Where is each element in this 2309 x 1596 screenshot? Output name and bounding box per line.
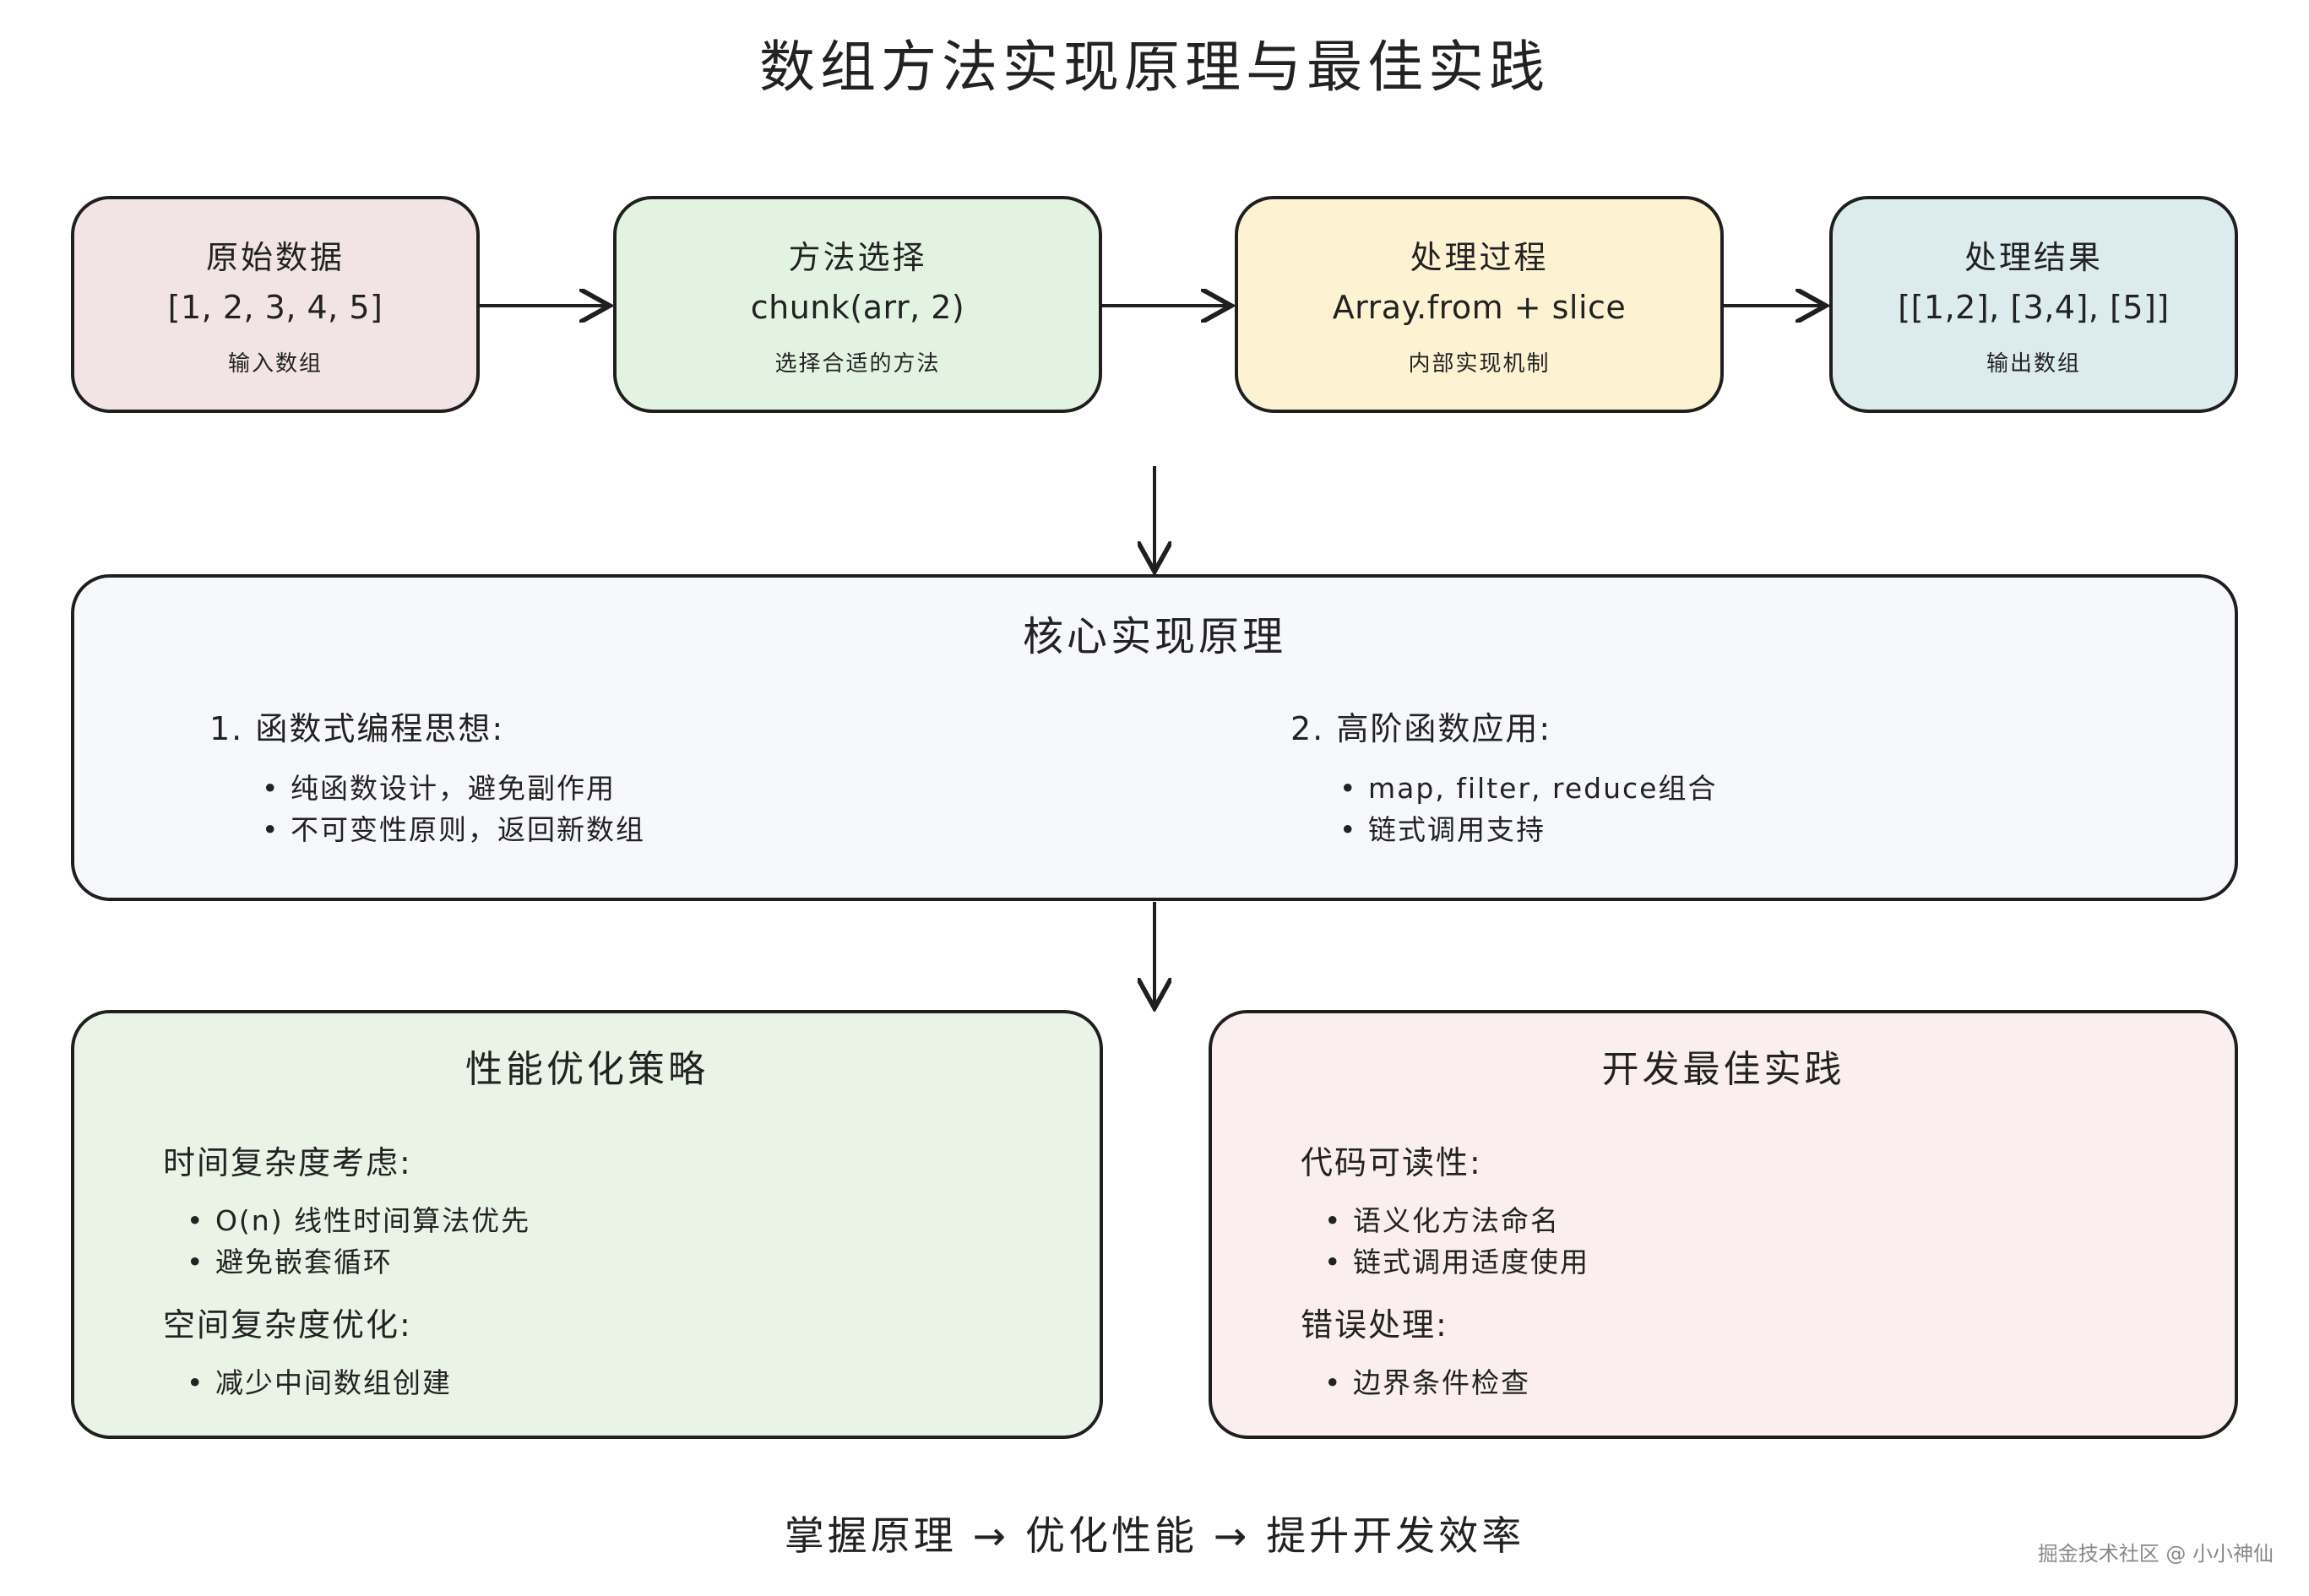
flow-box-title: 原始数据: [205, 239, 345, 276]
error-handling-heading: 错误处理:: [1301, 1306, 1448, 1344]
core-panel-title: 核心实现原理: [1022, 613, 1286, 660]
page-title: 数组方法实现原理与最佳实践: [759, 35, 1550, 100]
flow-box-title: 处理结果: [1964, 239, 2103, 276]
time-complexity-section: 时间复杂度考虑: • O(n) 线性时间算法优先 • 避免嵌套循环: [163, 1137, 530, 1283]
error-handling-item: • 边界条件检查: [1324, 1366, 1530, 1399]
flow-box-sub: 内部实现机制: [1408, 351, 1551, 377]
flow-box-main: chunk(arr, 2): [750, 289, 965, 326]
flow-box-main: [[1,2], [3,4], [5]]: [1898, 289, 2170, 326]
core-right-column: 2. 高阶函数应用: • map, filter, reduce组合 • 链式调…: [1290, 703, 1717, 850]
readability-item: • 链式调用适度使用: [1324, 1246, 1589, 1278]
flow-box-main: Array.from + slice: [1332, 289, 1627, 326]
core-left-item: • 不可变性原则，返回新数组: [262, 813, 645, 846]
core-left-heading: 1. 函数式编程思想:: [209, 710, 505, 747]
time-complexity-item: • 避免嵌套循环: [187, 1246, 393, 1278]
flow-box-main: [1, 2, 3, 4, 5]: [167, 289, 383, 326]
flow-box-sub: 输出数组: [1986, 351, 2081, 377]
core-left-item: • 纯函数设计，避免副作用: [262, 772, 616, 805]
flow-box-result: 处理结果 [[1,2], [3,4], [5]] 输出数组: [1829, 196, 2238, 413]
flow-box-title: 方法选择: [788, 239, 927, 276]
core-principles-panel: 核心实现原理 1. 函数式编程思想: • 纯函数设计，避免副作用 • 不可变性原…: [71, 574, 2238, 901]
performance-panel-title: 性能优化策略: [465, 1048, 709, 1091]
performance-panel: 性能优化策略 时间复杂度考虑: • O(n) 线性时间算法优先 • 避免嵌套循环…: [71, 1010, 1103, 1439]
core-left-column: 1. 函数式编程思想: • 纯函数设计，避免副作用 • 不可变性原则，返回新数组: [209, 703, 645, 850]
space-complexity-section: 空间复杂度优化: • 减少中间数组创建: [163, 1299, 452, 1403]
core-right-heading: 2. 高阶函数应用:: [1290, 710, 1552, 747]
core-right-item: • 链式调用支持: [1339, 813, 1546, 846]
watermark: 掘金技术社区 @ 小小神仙: [2037, 1542, 2274, 1566]
readability-heading: 代码可读性:: [1301, 1144, 1482, 1181]
summary-line: 掌握原理 → 优化性能 → 提升开发效率: [784, 1513, 1525, 1560]
error-handling-section: 错误处理: • 边界条件检查: [1301, 1299, 1530, 1403]
space-complexity-heading: 空间复杂度优化:: [163, 1306, 412, 1344]
flow-box-input: 原始数据 [1, 2, 3, 4, 5] 输入数组: [71, 196, 480, 413]
time-complexity-item: • O(n) 线性时间算法优先: [187, 1204, 531, 1237]
flow-box-method: 方法选择 chunk(arr, 2) 选择合适的方法: [613, 196, 1102, 413]
readability-section: 代码可读性: • 语义化方法命名 • 链式调用适度使用: [1301, 1137, 1589, 1283]
flow-box-sub: 选择合适的方法: [774, 351, 941, 377]
flow-box-process: 处理过程 Array.from + slice 内部实现机制: [1235, 196, 1724, 413]
best-practice-panel: 开发最佳实践 代码可读性: • 语义化方法命名 • 链式调用适度使用 错误处理:…: [1209, 1010, 2238, 1439]
best-practice-panel-title: 开发最佳实践: [1601, 1048, 1845, 1091]
flow-box-title: 处理过程: [1410, 239, 1549, 276]
readability-item: • 语义化方法命名: [1324, 1204, 1560, 1237]
time-complexity-heading: 时间复杂度考虑:: [163, 1144, 412, 1181]
space-complexity-item: • 减少中间数组创建: [187, 1366, 452, 1399]
core-right-item: • map, filter, reduce组合: [1339, 772, 1718, 805]
flow-box-sub: 输入数组: [227, 351, 323, 377]
